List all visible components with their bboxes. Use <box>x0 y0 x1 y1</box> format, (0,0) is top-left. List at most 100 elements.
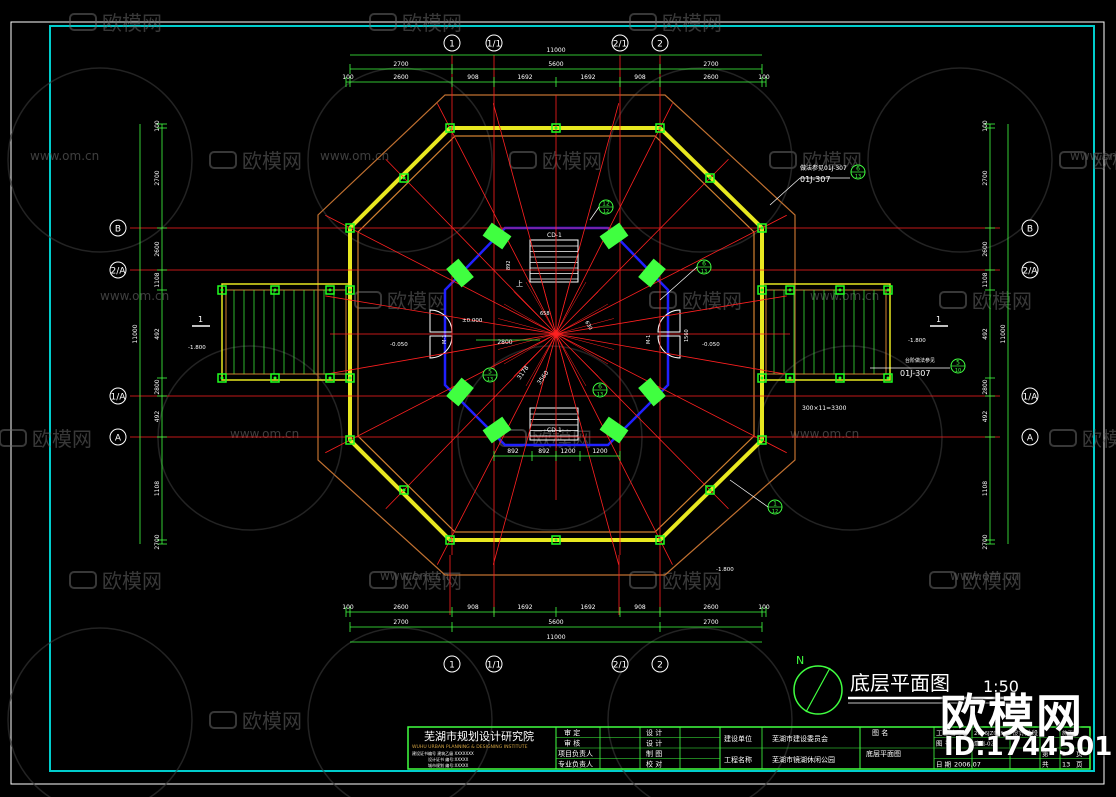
watermark-logo-icon <box>769 151 797 169</box>
center-ray <box>555 333 587 387</box>
column-dot <box>220 288 224 292</box>
column <box>345 373 355 383</box>
stair-top-treads <box>530 245 578 280</box>
bench <box>446 258 474 288</box>
axis-bubble-bottom: 1 <box>449 661 455 671</box>
center-ray <box>555 318 615 335</box>
watermark-logo-icon <box>629 13 657 31</box>
dimension-text: 2600 <box>393 604 408 611</box>
role-7: 制 图 <box>646 749 662 758</box>
bench <box>638 258 666 288</box>
dimension-text: 100 <box>758 604 770 611</box>
leader-line <box>769 177 801 206</box>
door-right-swing-2 <box>657 335 681 359</box>
watermark-brand: 欧模网 <box>972 289 1032 313</box>
dimension-text: 100 <box>154 120 161 132</box>
watermark-logo-icon <box>1059 151 1087 169</box>
axis-bubble-bottom-circle <box>443 655 461 673</box>
watermark-circle <box>607 627 793 797</box>
elevation: ±0.000 <box>462 318 483 324</box>
dimension-text: 2600 <box>703 604 718 611</box>
radial-line <box>436 103 557 335</box>
watermark-brand: 欧模网 <box>662 11 722 35</box>
watermark-logo-icon <box>509 151 537 169</box>
watermark-url: www.om.cn <box>380 569 449 583</box>
column <box>655 123 665 133</box>
column-dot <box>838 288 842 292</box>
dimension-text: 5600 <box>548 61 563 68</box>
column-dot <box>658 538 662 542</box>
column-dot <box>348 376 352 380</box>
column-dot <box>886 288 890 292</box>
drawing-title: 底层平面图 <box>850 671 950 695</box>
radial-line <box>325 333 557 375</box>
page-label-1: 第 <box>1042 749 1049 758</box>
page-label-2: 共 <box>1042 760 1049 769</box>
column <box>705 485 715 495</box>
watermark-url: www.om.cn <box>230 427 299 441</box>
column <box>883 285 893 295</box>
role-1: 审 定 <box>564 728 580 737</box>
bench <box>599 416 629 444</box>
center-ray <box>555 333 599 377</box>
watermark-logo-icon <box>369 13 397 31</box>
role-5: 设 计 <box>646 728 662 737</box>
watermark-circle <box>307 627 493 797</box>
callout-sheet: 10 <box>955 368 961 374</box>
watermark-logo-icon <box>939 291 967 309</box>
axis-bubble-bottom: 2/1 <box>613 661 627 671</box>
watermark-logo-icon <box>209 151 237 169</box>
callout-sheet: 12 <box>772 509 778 515</box>
column-dot <box>348 288 352 292</box>
watermark-logo-icon <box>649 291 677 309</box>
axis-bubble-top: 1/1 <box>487 40 501 50</box>
meta-label-3: 设计阶段 <box>1012 728 1039 737</box>
dimension-text: 100 <box>342 604 354 611</box>
watermark-circle <box>7 627 193 797</box>
column-dot <box>554 538 558 542</box>
callout-sheet: 13 <box>701 269 707 275</box>
leader-line <box>729 479 769 508</box>
axis-lines <box>130 55 1000 615</box>
meta-label-4: 日 期 <box>936 761 952 769</box>
column <box>399 485 409 495</box>
column <box>757 223 767 233</box>
watermark-brand: 欧模网 <box>402 11 462 35</box>
axis-bubble-right: 2/A <box>1023 267 1039 277</box>
axis-bubble-right-circle <box>1021 219 1039 237</box>
watermark-url: www.om.cn <box>810 289 879 303</box>
dimension-text: 908 <box>634 604 646 611</box>
watermark-logo-icon <box>69 13 97 31</box>
drawing-frame <box>49 25 1095 772</box>
axis-bubble-top-circle <box>443 34 461 52</box>
callout-sheet: 12 <box>603 209 609 215</box>
page-value-2: 13 <box>1062 761 1070 769</box>
center-ray <box>513 333 557 377</box>
radial-line <box>555 333 787 375</box>
column <box>270 285 280 295</box>
watermark-brand: 欧模网 <box>102 569 162 593</box>
axis-bubble-right: A <box>1027 434 1034 444</box>
center-ray <box>555 281 587 335</box>
column <box>705 173 715 183</box>
watermark-logo-icon <box>1049 429 1077 447</box>
dimension-text: 100 <box>342 74 354 81</box>
column <box>345 285 355 295</box>
left-stair-treads <box>233 290 335 374</box>
column-dot <box>838 376 842 380</box>
column <box>217 373 227 383</box>
dimension-text: 2700 <box>703 619 718 626</box>
watermark-logo-icon <box>69 571 97 589</box>
watermark-circle <box>307 67 493 253</box>
callout-sheet: 13 <box>487 377 493 383</box>
dimension-text: 2700 <box>154 170 161 185</box>
watermark-logo-icon <box>929 571 957 589</box>
column <box>757 373 767 383</box>
callout-number: 5 <box>488 369 492 376</box>
radial-line <box>555 333 673 565</box>
watermark-logo-icon <box>629 571 657 589</box>
watermark-url: www.om.cn <box>950 569 1019 583</box>
dimension-text: 2600 <box>703 74 718 81</box>
role-3: 项目负责人 <box>558 749 593 758</box>
